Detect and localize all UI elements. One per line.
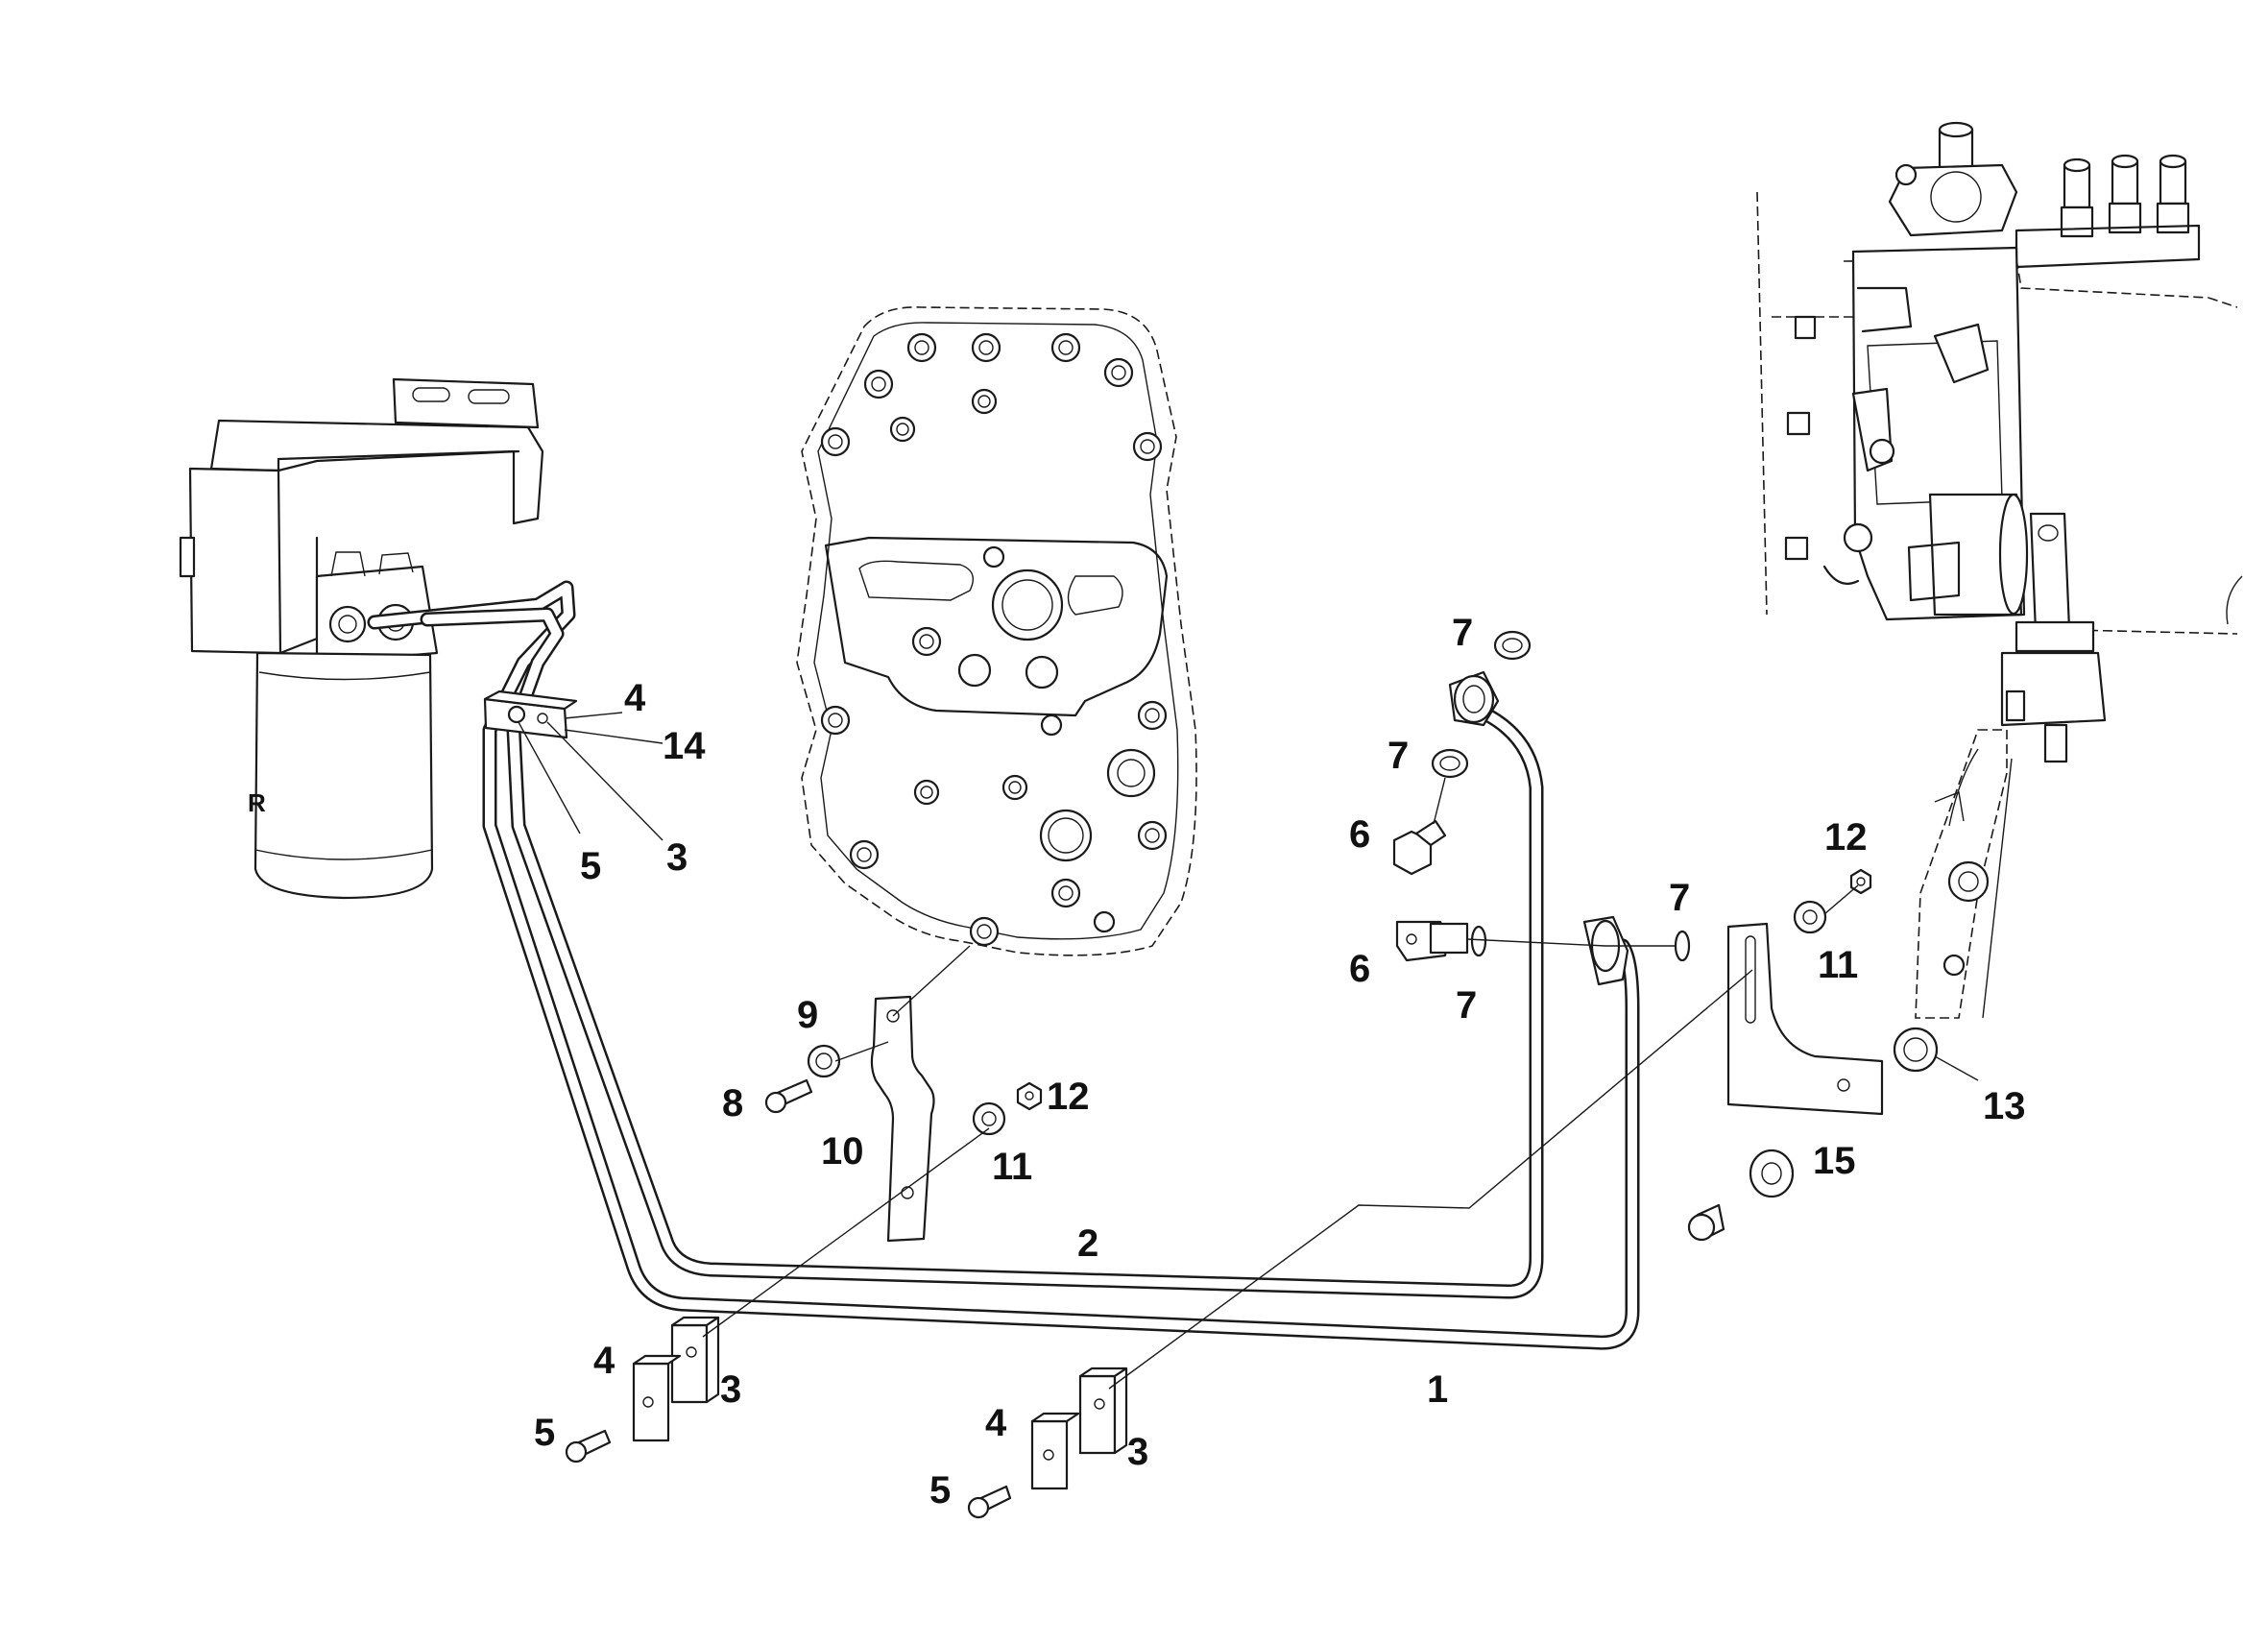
- callout-10: 10: [821, 1130, 864, 1173]
- callout-7: 7: [1456, 984, 1477, 1027]
- callout-5: 5: [534, 1412, 555, 1454]
- nut-12-left: [1016, 1081, 1043, 1111]
- washer-7-lower-b: [1674, 930, 1691, 962]
- washer-7-upper-a: [1493, 630, 1532, 661]
- callout-5: 5: [929, 1469, 951, 1512]
- callout-4: 4: [624, 677, 646, 719]
- washer-7-lower-a: [1470, 925, 1487, 957]
- callout-12: 12: [1047, 1076, 1090, 1118]
- washer-11-left: [972, 1101, 1006, 1136]
- callout-3: 3: [666, 836, 688, 879]
- banjo-fitting-lower: [1582, 915, 1629, 986]
- callout-7: 7: [1452, 612, 1473, 654]
- clamp-set-left: [565, 1316, 720, 1464]
- callout-4: 4: [985, 1402, 1007, 1444]
- leader-lines: [518, 712, 1979, 1390]
- callout-13: 13: [1983, 1085, 2026, 1127]
- callout-8: 8: [722, 1082, 743, 1125]
- banjo-bolt-6-lower: [1395, 920, 1469, 962]
- callout-4: 4: [593, 1340, 615, 1382]
- washer-7-upper-b: [1431, 748, 1469, 779]
- callout-7: 7: [1387, 735, 1409, 777]
- bracket-15: [1726, 922, 1884, 1116]
- engine-cover: [796, 306, 1197, 956]
- callout-3: 3: [1127, 1431, 1148, 1473]
- bolt-8: [764, 1078, 813, 1114]
- callout-11: 11: [1818, 944, 1858, 986]
- bracket-10: [870, 995, 935, 1243]
- callout-6: 6: [1349, 948, 1370, 990]
- callout-9: 9: [797, 994, 818, 1036]
- banjo-bolt-6-upper: [1392, 819, 1447, 876]
- clamp-set-right: [967, 1367, 1128, 1519]
- banjo-fitting-upper: [1448, 670, 1500, 727]
- fuel-pipe-2: [420, 607, 1544, 1299]
- injection-pump: [1756, 121, 2243, 1019]
- fuel-filter-assembly: R: [179, 377, 544, 900]
- callout-6: 6: [1349, 813, 1370, 856]
- callout-12: 12: [1824, 816, 1868, 859]
- washer-15-hardware: [1687, 1149, 1795, 1242]
- spacer-13: [1893, 1027, 1939, 1073]
- fuel-pipe-1: [367, 580, 1640, 1350]
- filter-brand-label: R: [248, 788, 266, 817]
- washer-11-right: [1793, 900, 1827, 934]
- callout-15: 15: [1813, 1140, 1856, 1182]
- callout-14: 14: [663, 725, 706, 767]
- callout-1: 1: [1427, 1368, 1448, 1411]
- pipe-clamp-upper: [483, 689, 578, 739]
- callout-2: 2: [1077, 1222, 1098, 1265]
- nut-12-right: [1849, 868, 1872, 895]
- callouts: 1 2 3 3 3 4 4 4 5 5 5 6 6 7 7 7 7 8 9 10…: [534, 612, 2026, 1512]
- callout-7: 7: [1669, 877, 1690, 919]
- callout-3: 3: [720, 1368, 741, 1411]
- callout-5: 5: [580, 845, 601, 887]
- callout-11: 11: [992, 1146, 1032, 1188]
- washer-9: [807, 1044, 841, 1078]
